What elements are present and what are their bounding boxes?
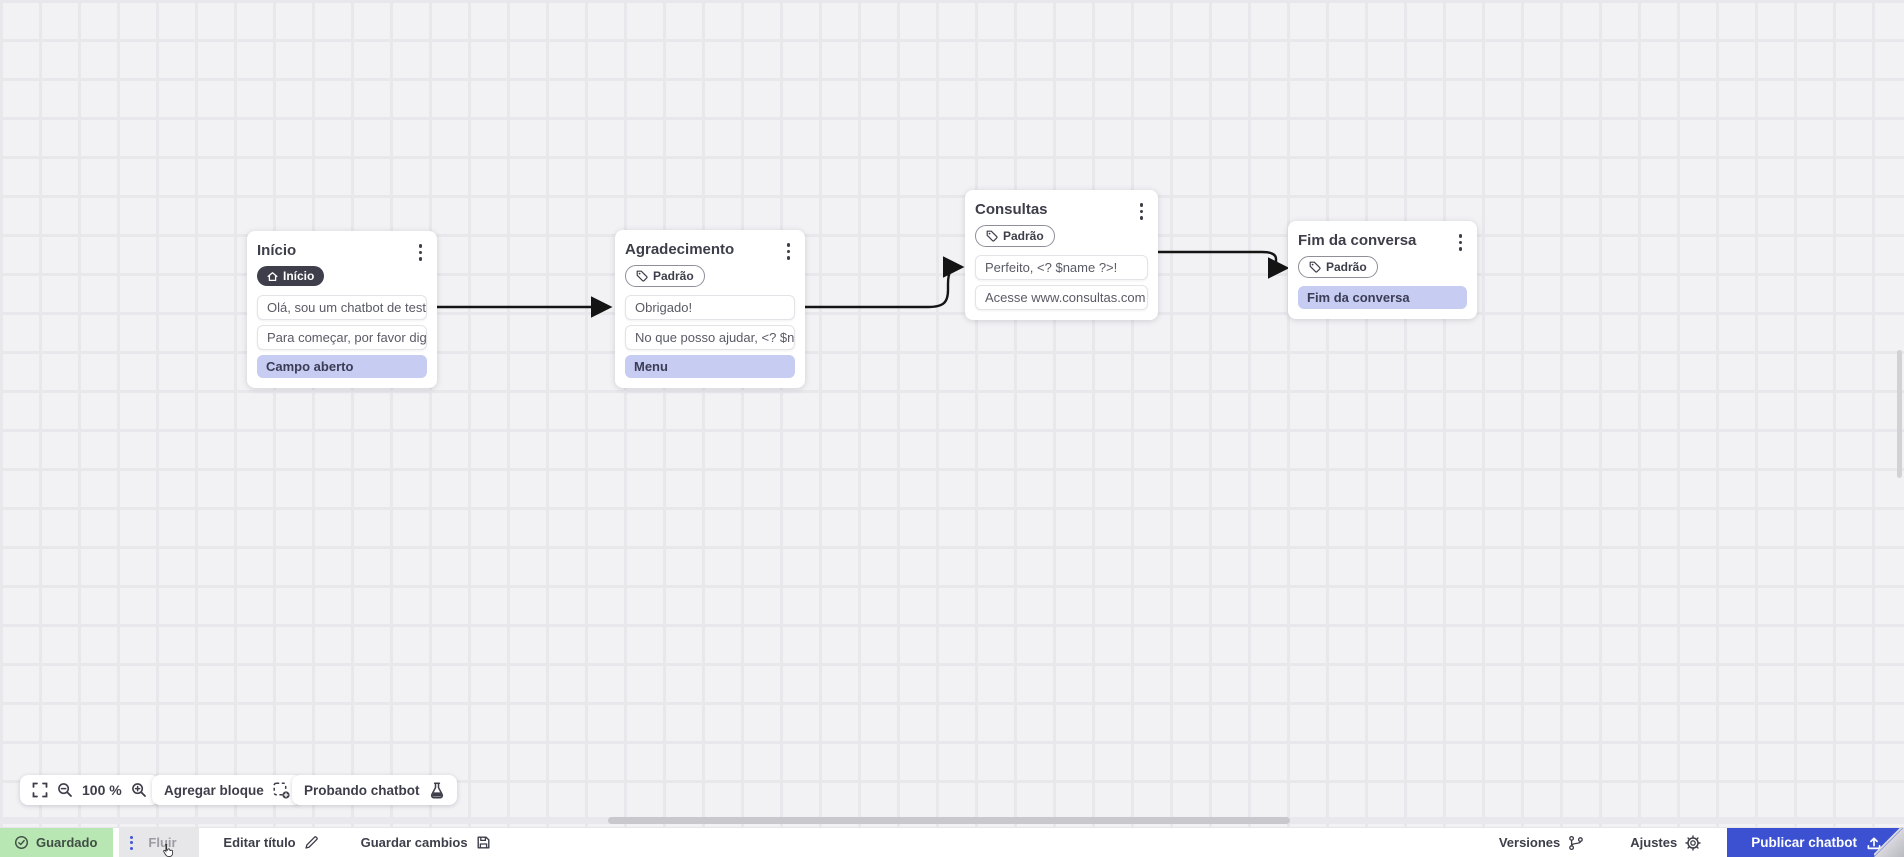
zoom-level-value: 100 % xyxy=(82,782,122,798)
saved-label: Guardado xyxy=(36,835,98,850)
message-bubble[interactable]: No que posso ajudar, <? $name ... xyxy=(625,325,795,350)
git-branch-icon xyxy=(1569,835,1584,850)
node-menu-icon[interactable] xyxy=(414,241,428,264)
zoom-out-icon[interactable] xyxy=(57,782,73,798)
node-type-badge: Padrão xyxy=(975,225,1055,247)
message-bubble[interactable]: Para começar, por favor digite o ... xyxy=(257,324,427,350)
test-chatbot-button[interactable]: Probando chatbot xyxy=(292,775,457,805)
corner-fold xyxy=(1874,827,1904,857)
action-row[interactable]: Menu xyxy=(625,355,795,378)
save-changes-button[interactable]: Guardar cambios xyxy=(361,828,491,857)
flow-node-fim-da-conversa[interactable]: Fim da conversa Padrão Fim da conversa xyxy=(1288,221,1477,319)
add-block-button[interactable]: Agregar bloque xyxy=(152,775,302,805)
message-bubble[interactable]: Obrigado! xyxy=(625,295,795,320)
node-title: Fim da conversa xyxy=(1298,232,1417,249)
zoom-in-icon[interactable] xyxy=(131,782,147,798)
flask-icon xyxy=(430,781,443,798)
node-title: Agradecimento xyxy=(625,241,735,258)
home-icon xyxy=(267,271,278,281)
check-circle-icon xyxy=(14,835,29,850)
gear-icon xyxy=(1685,834,1701,851)
message-bubble[interactable]: Perfeito, <? $name ?>! xyxy=(975,255,1148,280)
fit-screen-icon[interactable] xyxy=(32,782,48,798)
flow-node-inicio[interactable]: Início Início Olá, sou um chatbot de tes… xyxy=(247,231,437,388)
flow-canvas[interactable]: Início Início Olá, sou um chatbot de tes… xyxy=(0,0,1904,827)
flow-node-agradecimento[interactable]: Agradecimento Padrão Obrigado! No que po… xyxy=(615,230,805,388)
tag-icon xyxy=(1309,261,1321,273)
publish-chatbot-button[interactable]: Publicar chatbot xyxy=(1727,828,1904,857)
message-bubble[interactable]: Olá, sou um chatbot de teste! xyxy=(257,294,427,320)
edit-title-button[interactable]: Editar título xyxy=(223,828,318,857)
pencil-icon xyxy=(304,836,318,849)
node-menu-icon[interactable] xyxy=(782,240,796,263)
node-type-badge: Padrão xyxy=(1298,256,1378,278)
tab-flow[interactable]: Fluir xyxy=(119,828,200,857)
flow-node-consultas[interactable]: Consultas Padrão Perfeito, <? $name ?>! … xyxy=(965,190,1158,320)
test-chatbot-label: Probando chatbot xyxy=(304,782,420,798)
message-bubble[interactable]: Acesse www.consultas.com par... xyxy=(975,285,1148,310)
connection-wires xyxy=(437,250,1290,318)
tag-icon xyxy=(636,270,648,282)
flow-menu-icon[interactable] xyxy=(119,835,139,850)
vertical-scrollbar-thumb[interactable] xyxy=(1897,350,1902,478)
node-title: Início xyxy=(257,242,297,259)
flow-tab-label: Fluir xyxy=(148,835,177,850)
node-title: Consultas xyxy=(975,201,1048,218)
add-block-icon xyxy=(273,781,290,799)
action-row[interactable]: Fim da conversa xyxy=(1298,286,1467,309)
upload-icon xyxy=(1867,836,1881,849)
settings-button[interactable]: Ajustes xyxy=(1630,828,1701,857)
node-type-badge: Início xyxy=(257,266,325,286)
action-row[interactable]: Campo aberto xyxy=(257,354,427,378)
node-type-badge: Padrão xyxy=(625,265,705,287)
save-icon xyxy=(477,836,490,849)
versions-button[interactable]: Versiones xyxy=(1499,828,1584,857)
tag-icon xyxy=(986,230,998,242)
add-block-label: Agregar bloque xyxy=(164,782,264,798)
zoom-toolbar: 100 % xyxy=(20,775,159,805)
horizontal-scrollbar-thumb[interactable] xyxy=(608,817,1290,824)
wire-agradecimento-consultas xyxy=(805,256,965,309)
saved-status-badge: Guardado xyxy=(0,828,114,857)
wire-consultas-fim xyxy=(1158,250,1290,279)
node-menu-icon[interactable] xyxy=(1135,200,1149,223)
status-bar: Guardado Fluir Editar título Guardar cam… xyxy=(0,827,1904,857)
node-menu-icon[interactable] xyxy=(1454,231,1468,254)
